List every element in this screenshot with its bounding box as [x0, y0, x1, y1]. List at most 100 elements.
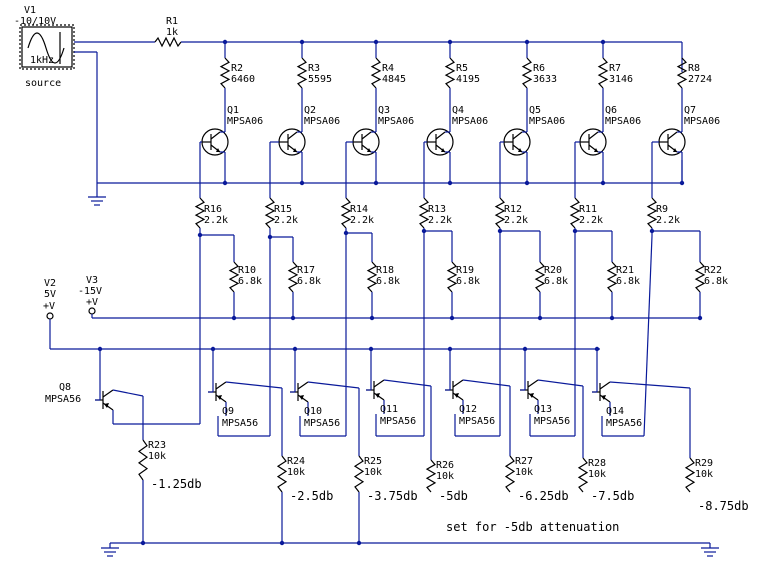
- pd-value-r19: 6.8k: [456, 276, 480, 287]
- ladder-resistor-r3[interactable]: [296, 57, 308, 89]
- control-resistor-r29[interactable]: [684, 457, 696, 493]
- lower-transistor-q14[interactable]: [592, 381, 611, 403]
- ctl-value-r25: 10k: [364, 467, 382, 478]
- pulldown-resistor-r17[interactable]: [287, 261, 299, 293]
- v2-value: 5V: [44, 289, 56, 300]
- upper-transistor-q5[interactable]: [503, 128, 531, 156]
- ctl-db-r23: -1.25db: [151, 477, 202, 491]
- base-value-r14: 2.2k: [350, 215, 374, 226]
- pulldown-resistor-r22[interactable]: [694, 261, 706, 293]
- lower-q-ref-q8: Q8: [59, 382, 71, 393]
- base-resistor-r9[interactable]: [646, 197, 658, 229]
- base-value-r15: 2.2k: [274, 215, 298, 226]
- lower-q-ref-q14: Q14: [606, 406, 624, 417]
- upper-q-part-q6: MPSA06: [605, 116, 641, 127]
- upper-stage: R26460R35595R44845R54195R63633R73146R827…: [200, 39, 720, 186]
- pd-ref-r10: R10: [238, 265, 256, 276]
- upper-transistor-q6[interactable]: [579, 128, 607, 156]
- ladder-ref-r6: R6: [533, 63, 545, 74]
- ladder-resistor-r4[interactable]: [370, 57, 382, 89]
- upper-transistor-q3[interactable]: [352, 128, 380, 156]
- upper-q-ref-q4: Q4: [452, 105, 464, 116]
- upper-q-ref-q7: Q7: [684, 105, 696, 116]
- upper-transistor-q7[interactable]: [658, 128, 686, 156]
- pulldown-resistor-r20[interactable]: [534, 261, 546, 293]
- junction-dot: [373, 39, 379, 45]
- ladder-ref-r3: R3: [308, 63, 320, 74]
- junction-dot: [524, 39, 530, 45]
- lower-q-part-q14: MPSA56: [606, 418, 642, 429]
- control-resistor-r28[interactable]: [577, 457, 589, 493]
- ladder-resistor-r6[interactable]: [521, 57, 533, 89]
- ladder-resistor-r8[interactable]: [676, 57, 688, 89]
- ladder-resistor-r7[interactable]: [597, 57, 609, 89]
- upper-q-part-q5: MPSA06: [529, 116, 565, 127]
- v3-symbol: +V: [86, 297, 98, 308]
- junction-dot: [299, 39, 305, 45]
- upper-q-ref-q2: Q2: [304, 105, 316, 116]
- pd-ref-r19: R19: [456, 265, 474, 276]
- v2-terminal[interactable]: [46, 312, 54, 320]
- source-v1[interactable]: [19, 24, 75, 70]
- upper-q-part-q3: MPSA06: [378, 116, 414, 127]
- ctl-value-r28: 10k: [588, 469, 606, 480]
- ladder-value-r2: 6460: [231, 74, 255, 85]
- pd-value-r18: 6.8k: [376, 276, 400, 287]
- base-resistor-r12[interactable]: [494, 197, 506, 229]
- ctl-db-r25: -3.75db: [367, 489, 418, 503]
- pulldown-resistor-r10[interactable]: [228, 261, 240, 293]
- base-value-r16: 2.2k: [204, 215, 228, 226]
- pd-value-r21: 6.8k: [616, 276, 640, 287]
- ladder-resistor-r2[interactable]: [219, 57, 231, 89]
- base-resistor-r13[interactable]: [418, 197, 430, 229]
- upper-transistor-q2[interactable]: [278, 128, 306, 156]
- control-resistor-r26[interactable]: [425, 459, 437, 493]
- lower-q-ref-q11: Q11: [380, 404, 398, 415]
- ctl-value-r27: 10k: [515, 467, 533, 478]
- pd-ref-r18: R18: [376, 265, 394, 276]
- pulldown-resistor-r21[interactable]: [606, 261, 618, 293]
- v3-terminal[interactable]: [88, 307, 96, 315]
- ctl-ref-r24: R24: [287, 456, 305, 467]
- ctl-ref-r26: R26: [436, 460, 454, 471]
- ctl-db-r29: -8.75db: [698, 499, 749, 513]
- upper-transistor-q4[interactable]: [426, 128, 454, 156]
- junction-dot: [600, 39, 606, 45]
- lower-transistor-q12[interactable]: [445, 379, 464, 401]
- pd-value-r20: 6.8k: [544, 276, 568, 287]
- ctl-ref-r25: R25: [364, 456, 382, 467]
- base-resistor-r14[interactable]: [340, 197, 352, 229]
- lower-transistor-q11[interactable]: [366, 379, 385, 401]
- base-resistor-r11[interactable]: [569, 197, 581, 229]
- pulldown-resistor-r19[interactable]: [446, 261, 458, 293]
- lower-q-ref-q13: Q13: [534, 404, 552, 415]
- control-resistor-r25[interactable]: [353, 455, 365, 493]
- ladder-resistor-r5[interactable]: [444, 57, 456, 89]
- base-ref-r12: R12: [504, 204, 522, 215]
- junction-dot: [600, 180, 606, 186]
- base-value-r13: 2.2k: [428, 215, 452, 226]
- ladder-value-r6: 3633: [533, 74, 557, 85]
- junction-dot: [222, 39, 228, 45]
- base-resistor-r16[interactable]: [194, 197, 206, 229]
- pd-ref-r22: R22: [704, 265, 722, 276]
- pd-value-r22: 6.8k: [704, 276, 728, 287]
- junction-dot: [299, 180, 305, 186]
- upper-q-ref-q1: Q1: [227, 105, 239, 116]
- ladder-value-r7: 3146: [609, 74, 633, 85]
- control-resistor-r23[interactable]: [137, 439, 149, 481]
- ctl-value-r29: 10k: [695, 469, 713, 480]
- ladder-value-r3: 5595: [308, 74, 332, 85]
- pulldown-resistor-r18[interactable]: [366, 261, 378, 293]
- r1-ref: R1: [166, 16, 178, 27]
- upper-transistor-q1[interactable]: [201, 128, 229, 156]
- control-resistor-r27[interactable]: [504, 455, 516, 493]
- v1-range: -10/10V: [14, 16, 56, 27]
- r1-resistor[interactable]: [154, 36, 182, 48]
- upper-q-ref-q3: Q3: [378, 105, 390, 116]
- base-resistor-r15[interactable]: [264, 197, 276, 229]
- lower-q-part-q11: MPSA56: [380, 416, 416, 427]
- lower-transistor-q9[interactable]: [208, 381, 227, 403]
- control-resistor-r24[interactable]: [276, 455, 288, 493]
- base-ref-r13: R13: [428, 204, 446, 215]
